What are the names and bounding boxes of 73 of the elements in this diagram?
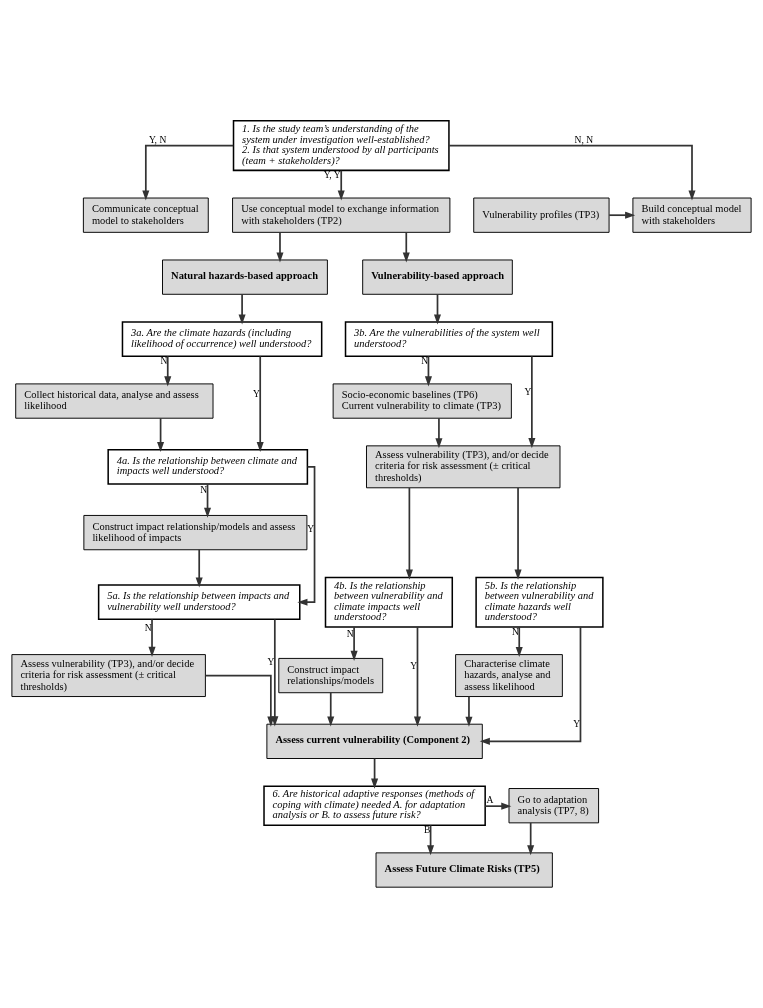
node-box: Characterise climate hazards, analyse and assess likelihood (455, 654, 563, 698)
node-box: Vulnerability-based approach (362, 259, 513, 295)
arrow (148, 618, 156, 657)
arrow (405, 487, 413, 580)
node-box: 5a. Is the relationship between impacts and vulnerability well understood? (97, 584, 301, 621)
arrow (271, 618, 279, 727)
arrow (608, 211, 636, 219)
arrow (484, 802, 512, 810)
node-box: Assess current vulnerability (Component 2) (266, 723, 483, 759)
arrow (402, 231, 410, 263)
edge-label: Y (410, 661, 418, 672)
arrow (204, 483, 212, 518)
edge-label: Y (252, 388, 260, 399)
arrow (157, 417, 165, 453)
arrow (515, 626, 523, 658)
arrow (195, 548, 203, 588)
edge-label: Y (573, 719, 581, 730)
arrow (528, 355, 536, 449)
arrow (350, 626, 358, 661)
node-box: Assess vulnerability (TP3), and/or decide criteria for risk assessment (± critical thresholds) (11, 654, 206, 698)
edge-label: N (511, 626, 519, 637)
node-box: Go to adaptation analysis (TP7, 8) (508, 788, 600, 824)
edge-label: A (486, 795, 494, 806)
arrow (142, 144, 235, 201)
node-box: 3a. Are the climate hazards (including likelihood of occurrence) well understood? (121, 321, 323, 357)
arrow (238, 293, 246, 325)
arrow (256, 355, 264, 453)
node-box: Collect historical data, analyse and assess likelihood (15, 383, 214, 419)
arrow (479, 626, 582, 745)
edge-label: Y (524, 386, 532, 397)
node-box: Socio-economic baselines (TP6) Current vulnerability to climate (TP3) (332, 383, 512, 419)
edge-label: Y, Y (323, 170, 341, 181)
node-box: Assess vulnerability (TP3), and/or decide criteria for risk assessment (± critical thresholds) (366, 445, 561, 489)
arrow (297, 465, 316, 606)
arrow (427, 824, 435, 856)
edge-label: Y (267, 657, 275, 668)
edge-label: N (421, 355, 429, 366)
arrow (413, 626, 422, 727)
node-box: Use conceptual model to exchange information with stakeholders (TP2) (232, 197, 451, 233)
arrow (424, 355, 432, 387)
arrow (514, 487, 522, 580)
arrow (435, 417, 443, 449)
node-box: Communicate conceptual model to stakeholders (82, 197, 209, 233)
edge-label: B (424, 824, 431, 835)
node-box: 4b. Is the relationship between vulnerability and climate impacts well understood? (324, 576, 454, 628)
arrow (433, 293, 442, 325)
node-box: Build conceptual model with stakeholders (632, 197, 752, 233)
node-box: Vulnerability profiles (TP3) (473, 197, 610, 233)
node-box: Natural hazards-based approach (162, 259, 328, 295)
arrow (527, 822, 535, 856)
node-box: Construct impact relationships/models (278, 657, 384, 694)
node-box: Assess Future Climate Risks (TP5) (375, 852, 553, 888)
arrow (276, 231, 284, 263)
arrow (327, 692, 335, 727)
node-box: 1. Is the study team’s understanding of the system under investigation well-established? 2. Is that system understood by all participants (team + stakeholders)? (232, 120, 450, 172)
edge-label: N, N (574, 134, 594, 145)
edge-label: N (160, 355, 168, 366)
edge-label: Y (307, 524, 315, 535)
edge-label: N (144, 622, 152, 633)
arrow (164, 355, 172, 387)
arrow (371, 757, 379, 789)
edge-label: Y, N (148, 134, 167, 145)
node-box: Construct impact relationship/models and assess likelihood of impacts (83, 514, 308, 551)
arrow (337, 169, 345, 201)
arrow (204, 674, 275, 727)
arrow (448, 144, 696, 201)
node-box: 4a. Is the relationship between climate and impacts well understood? (107, 448, 309, 485)
arrow (465, 695, 473, 727)
node-box: 5b. Is the relationship between vulnerability and climate hazards well understood? (475, 576, 604, 628)
edge-label: N (200, 485, 208, 496)
edge-label: N (346, 628, 354, 639)
node-box: 3b. Are the vulnerabilities of the system well understood? (344, 321, 554, 357)
node-box: 6. Are historical adaptive responses (methods of coping with climate) needed A. for adaptation analysis or B. to assess future risk? (263, 785, 486, 826)
